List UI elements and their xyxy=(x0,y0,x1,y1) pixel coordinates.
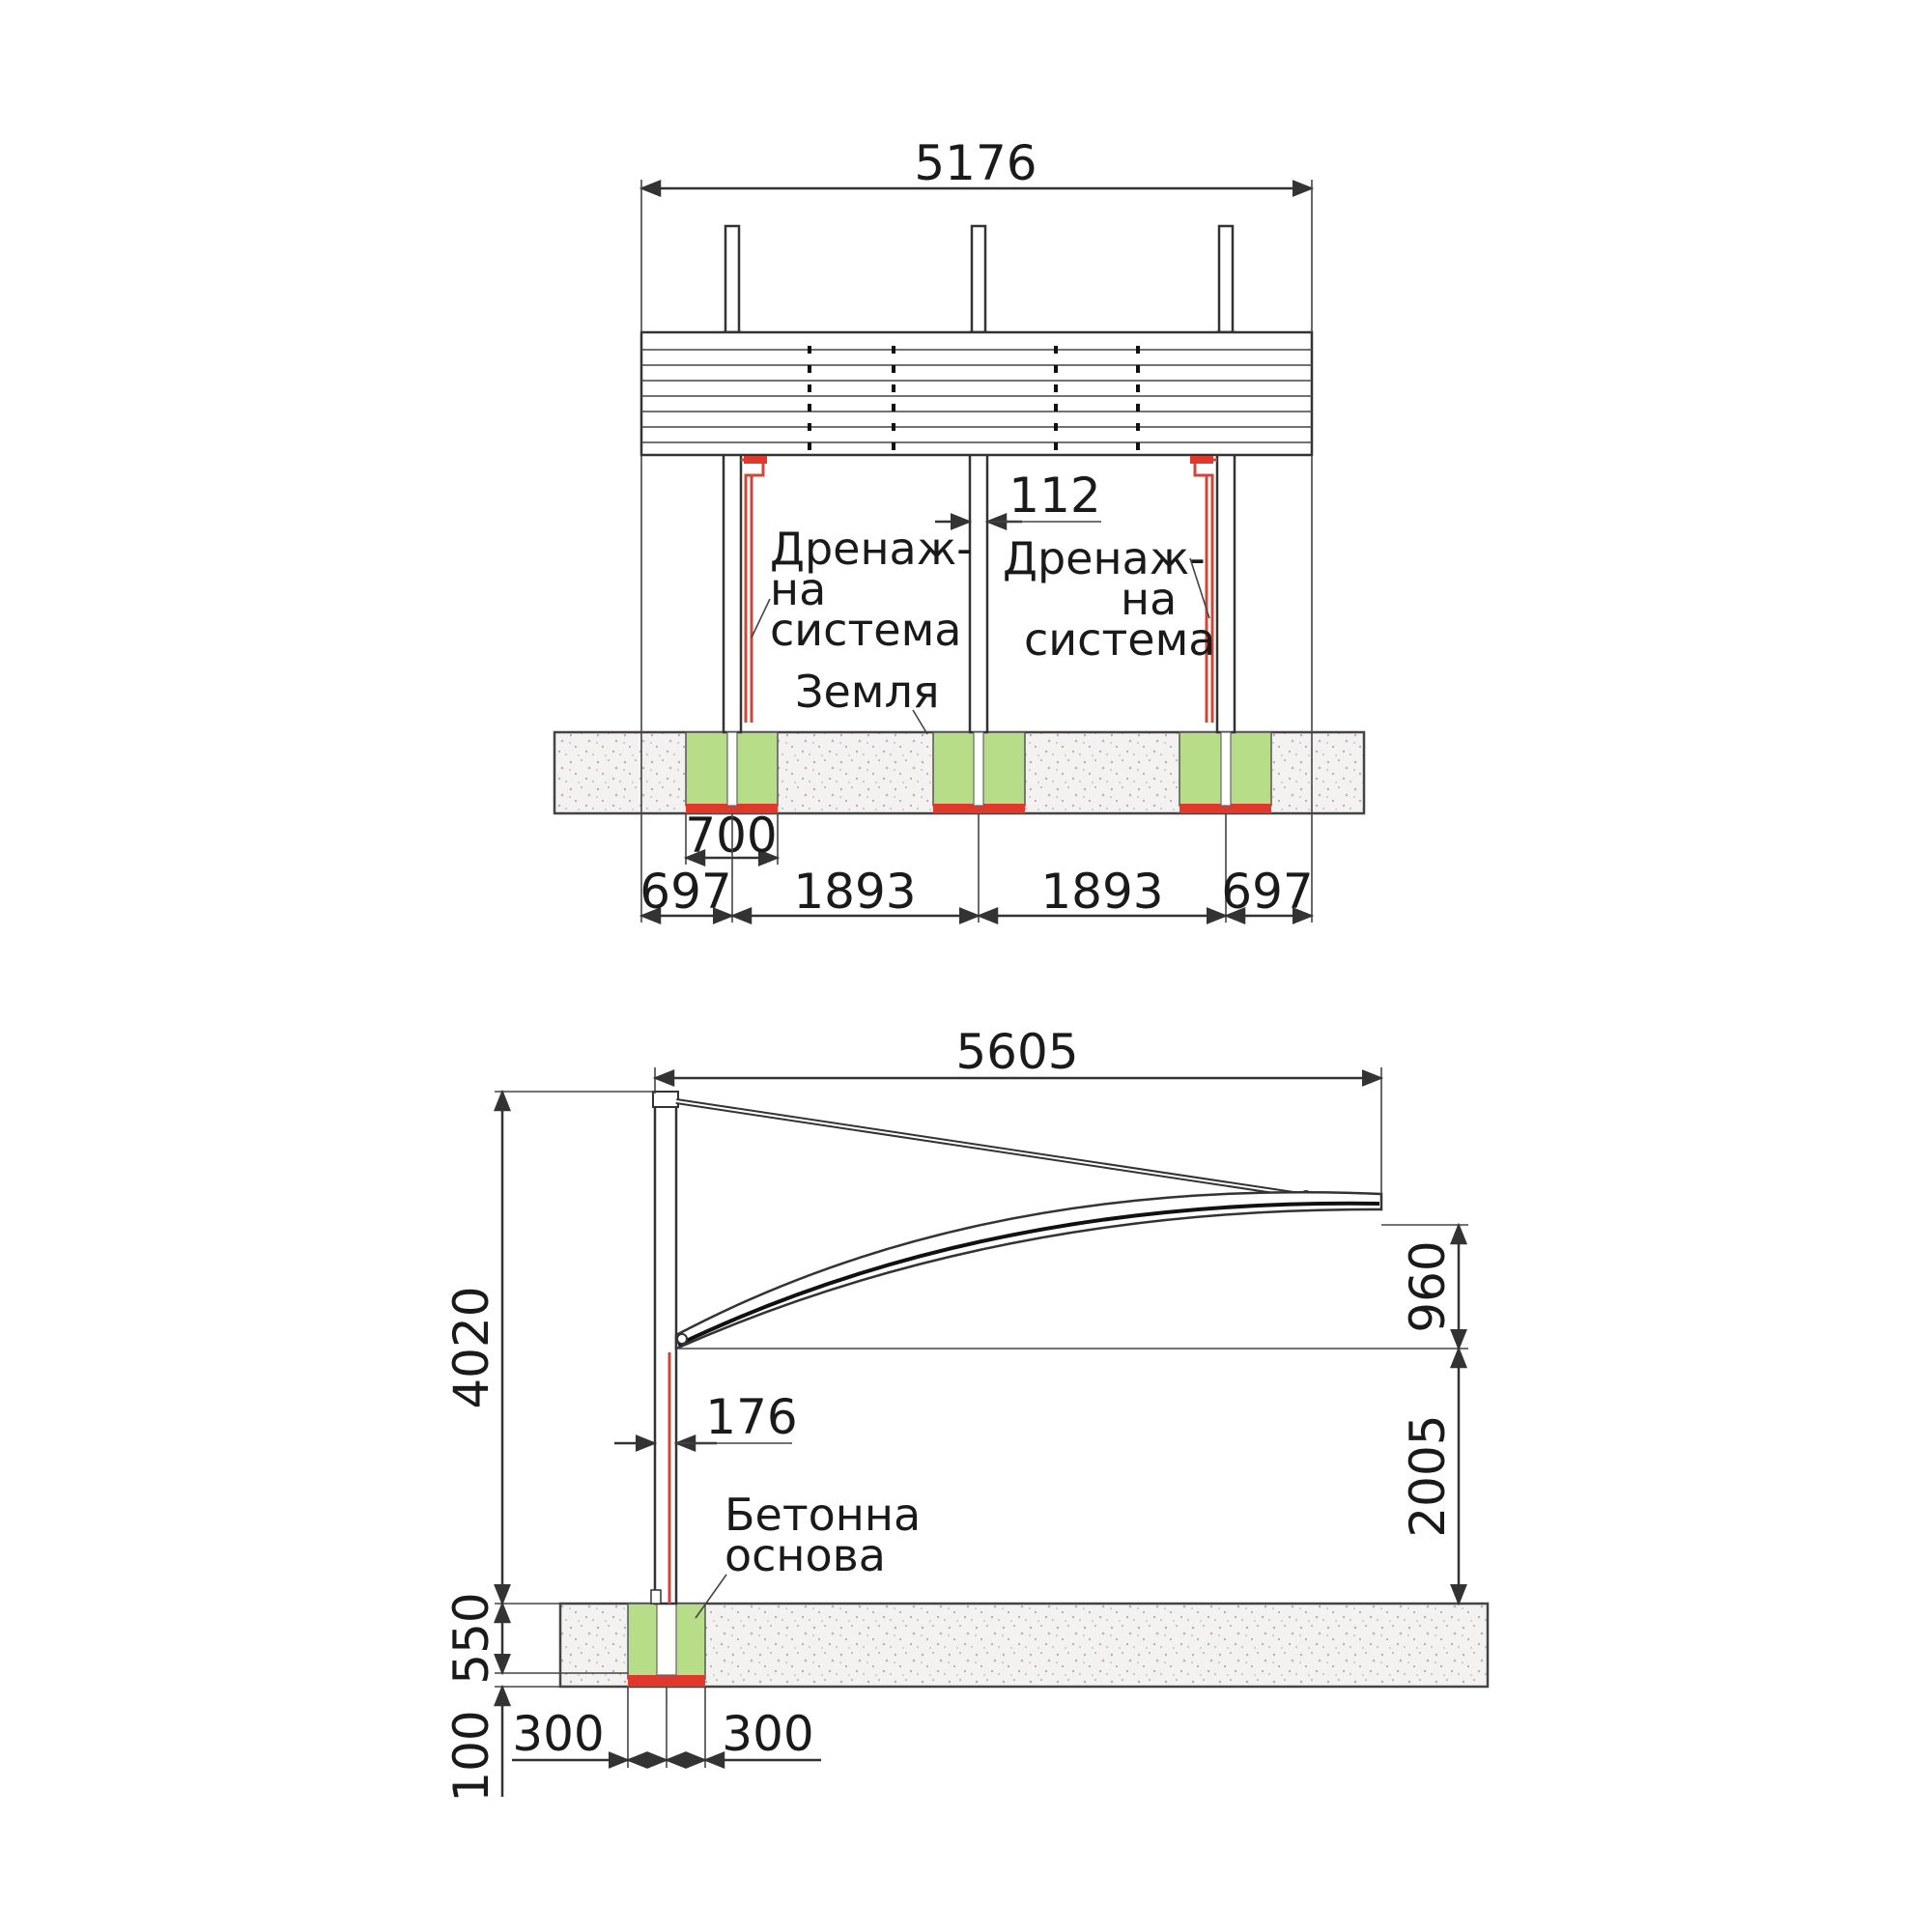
front-roof-panel xyxy=(639,330,1314,457)
front-view: 5176 112 Дренаж- на система Дренаж- на с… xyxy=(553,135,1366,924)
drainage-label-right: Дренаж- на система xyxy=(1003,532,1219,666)
side-clear-height: 2005 xyxy=(1400,1414,1456,1537)
side-post xyxy=(650,1091,679,1605)
side-ground-slab xyxy=(558,1602,1490,1689)
front-post-center xyxy=(968,224,989,807)
side-footing-left: 300 xyxy=(512,1706,604,1762)
side-base-plate xyxy=(628,1675,705,1687)
foundation-label: Бетонна основа xyxy=(724,1489,935,1581)
ground-label: Земля xyxy=(795,666,940,718)
front-base-plate-right xyxy=(1179,804,1271,813)
side-total-height: 4020 xyxy=(443,1286,499,1408)
front-span-4: 697 xyxy=(1221,864,1313,920)
front-base-plate-left xyxy=(686,804,778,813)
front-span-1: 697 xyxy=(639,864,731,920)
drain-pipe-left xyxy=(741,456,767,723)
front-post-width: 112 xyxy=(1009,468,1100,524)
front-span-3: 1893 xyxy=(1040,864,1163,920)
side-roof-drop: 960 xyxy=(1400,1240,1456,1332)
front-base-plate-center xyxy=(933,804,1025,813)
front-footing-width: 700 xyxy=(685,808,777,864)
drainage-label-left: Дренаж- на система xyxy=(770,523,986,656)
side-footing-right: 300 xyxy=(722,1706,813,1762)
front-span-2: 1893 xyxy=(793,864,916,920)
side-view: 5605 4020 960 2005 176 Бетонна основа 55… xyxy=(443,1024,1490,1803)
side-foundation-depth: 550 xyxy=(443,1592,499,1684)
front-overall-width: 5176 xyxy=(914,135,1037,191)
side-curved-beam xyxy=(674,1190,1383,1350)
side-base-layer: 100 xyxy=(443,1710,499,1802)
side-post-offset: 176 xyxy=(705,1389,797,1445)
front-post-left xyxy=(722,224,743,807)
drain-pipe-right xyxy=(1190,456,1217,723)
side-overall-length: 5605 xyxy=(955,1024,1078,1080)
front-post-right xyxy=(1215,224,1236,807)
